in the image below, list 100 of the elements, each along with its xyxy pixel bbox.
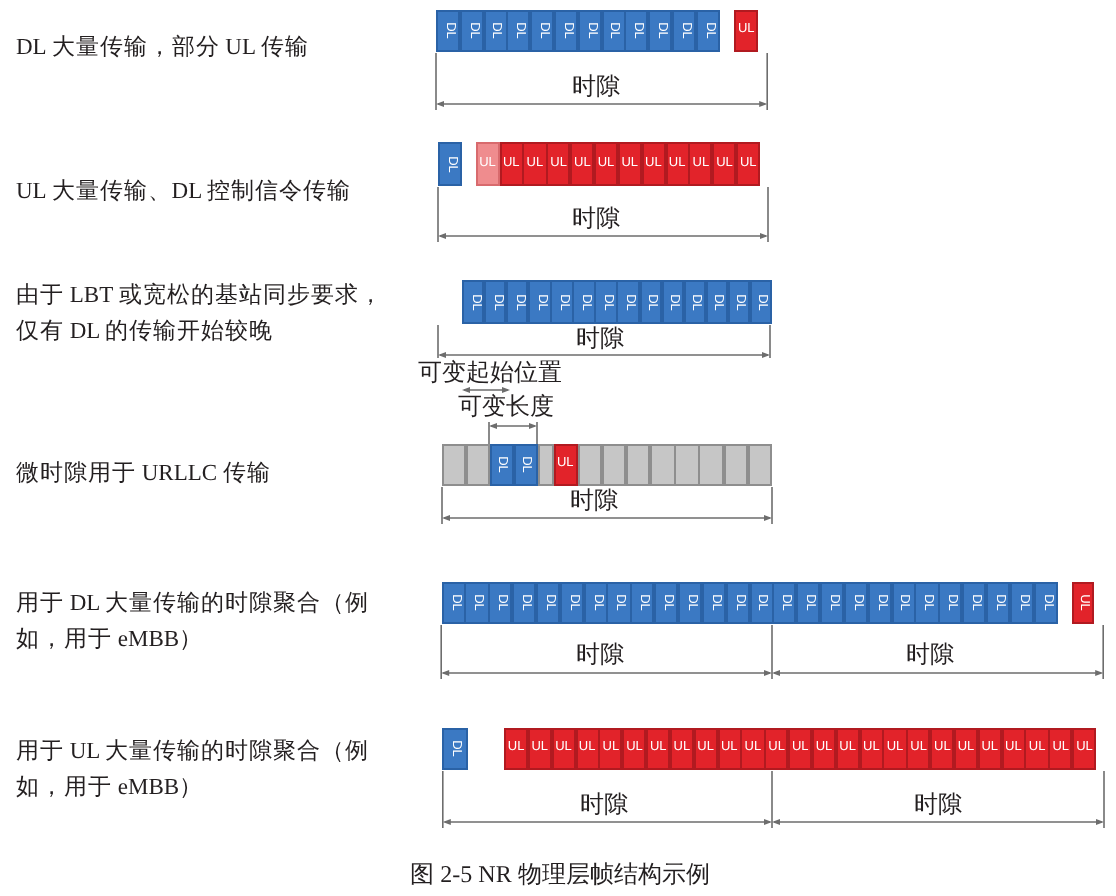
symbol-block: [441, 582, 466, 624]
symbol-block: [796, 582, 821, 624]
symbol-block: [661, 280, 684, 324]
dimension-label: 时隙: [906, 641, 954, 667]
symbol-block: [1024, 727, 1050, 770]
symbol-block: [646, 727, 671, 770]
symbol-block: [678, 582, 703, 624]
symbol-block: [630, 582, 655, 624]
dimension-label: 时隙: [576, 325, 624, 351]
symbol-block: [570, 142, 595, 186]
symbol-block: [489, 444, 514, 486]
symbol-block: [484, 280, 507, 324]
symbol-block: [906, 727, 931, 770]
symbol-block: [616, 280, 640, 324]
symbol-block: [891, 582, 916, 624]
symbol-block: [622, 727, 647, 770]
symbol-block: [930, 727, 955, 770]
dimension-label: 时隙: [572, 73, 620, 99]
symbol-block: [712, 142, 737, 186]
symbol-block: [688, 142, 713, 186]
symbol-block: [938, 582, 963, 624]
symbol-block: [551, 727, 576, 770]
row-description: 用于 DL 大量传输的时隙聚合（例如，用于 eMBB）: [16, 589, 372, 656]
symbol-block: [882, 727, 908, 770]
symbol-block: [625, 444, 651, 486]
symbol-block: [528, 280, 552, 324]
symbol-block: [572, 280, 596, 324]
symbol-block: [577, 444, 602, 486]
symbol-block: [669, 727, 694, 770]
symbol-block: [772, 582, 797, 624]
symbol-block: [788, 727, 813, 770]
symbol-block: [504, 727, 529, 770]
row-description: 微时隙用于 URLLC 传输: [16, 459, 271, 490]
symbol-block: [459, 9, 484, 53]
dimension-label: 时隙: [572, 205, 620, 231]
symbol-block: [648, 9, 673, 53]
symbol-block: [593, 142, 619, 186]
symbol-block: [1001, 727, 1026, 770]
symbol-block: [953, 727, 979, 770]
symbol-block: [727, 280, 751, 324]
symbol-block: [654, 582, 679, 624]
symbol-block: [522, 142, 548, 186]
symbol-block: [665, 142, 690, 186]
symbol-block: [598, 727, 623, 770]
dimension-label: 时隙: [570, 487, 618, 513]
symbol-block: [442, 727, 468, 770]
symbol-block: [747, 444, 773, 486]
symbol-block: [683, 280, 707, 324]
dimension-label: 时隙: [580, 791, 628, 817]
symbol-block: [606, 582, 632, 624]
symbol-block: [749, 280, 773, 324]
symbol-block: [546, 142, 571, 186]
symbol-block: [705, 280, 729, 324]
symbol-block: [693, 727, 718, 770]
symbol-block: [601, 9, 626, 53]
symbol-block: [499, 142, 524, 186]
dimension-label: 时隙: [576, 641, 624, 667]
symbol-block: [674, 444, 700, 486]
symbol-block: [601, 444, 627, 486]
symbol-block: [764, 727, 789, 770]
symbol-block: [1072, 727, 1097, 770]
symbol-block: [583, 582, 608, 624]
symbol-block: [512, 582, 537, 624]
symbol-block: [553, 444, 578, 486]
symbol-block: [734, 9, 759, 53]
symbol-block: [617, 142, 642, 186]
row-description: DL 大量传输，部分 UL 传输: [16, 32, 309, 64]
symbol-block: [962, 582, 987, 624]
symbol-block: [527, 727, 552, 770]
row-description: 由于 LBT 或宽松的基站同步要求，仅有 DL 的传输开始较晚: [16, 280, 385, 348]
symbol-block: [530, 9, 555, 53]
symbol-block: [835, 727, 860, 770]
symbol-block: [695, 9, 720, 53]
symbol-block: [867, 582, 892, 624]
symbol-block: [575, 727, 600, 770]
symbol-block: [639, 280, 662, 324]
dimension-label: 时隙: [914, 791, 962, 817]
symbol-block: [462, 280, 485, 324]
symbol-block: [554, 9, 579, 53]
symbol-block: [698, 444, 724, 486]
symbol-block: [723, 444, 749, 486]
symbol-block: [559, 582, 584, 624]
symbol-block: [672, 9, 697, 53]
symbol-block: [736, 142, 761, 186]
figure-caption: 图 2-5 NR 物理层帧结构示例: [410, 859, 710, 887]
symbol-block: [650, 444, 676, 486]
symbol-block: [464, 582, 490, 624]
row-description: UL 大量传输、DL 控制信令传输: [16, 177, 352, 208]
symbol-block: [1071, 582, 1095, 624]
symbol-block: [488, 582, 513, 624]
symbol-block: [594, 280, 618, 324]
symbol-block: [914, 582, 940, 624]
symbol-block: [701, 582, 726, 624]
symbol-block: [811, 727, 837, 770]
symbol-block: [506, 9, 531, 53]
symbol-block: [820, 582, 845, 624]
symbol-block: [1048, 727, 1073, 770]
symbol-block: [442, 444, 467, 486]
symbol-block: [977, 727, 1002, 770]
symbol-block: [550, 280, 574, 324]
